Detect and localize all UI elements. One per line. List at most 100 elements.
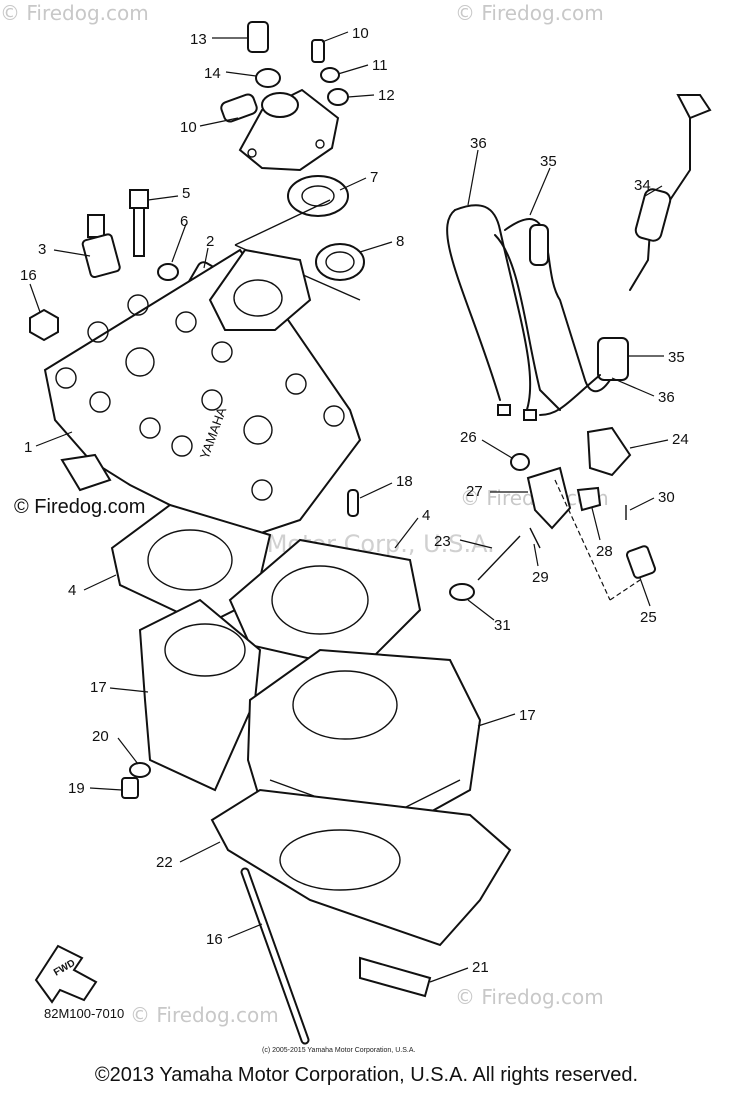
leader-1 — [35, 431, 73, 447]
callout-10: 10 — [352, 25, 369, 42]
leader-25 — [639, 577, 651, 607]
callout-28: 28 — [596, 543, 613, 560]
cable-adjuster-33 — [529, 224, 549, 266]
washer-31 — [449, 583, 475, 601]
leader-8 — [359, 241, 393, 253]
guide-line-b — [234, 199, 331, 246]
callout-34: 36 — [470, 135, 487, 152]
head-hole-8 — [211, 341, 233, 363]
head-hole-1 — [127, 294, 149, 316]
leader-20 — [117, 737, 139, 765]
part-36-line — [539, 374, 601, 416]
cylinder-bore-left — [164, 623, 246, 677]
spring-28 — [576, 486, 602, 512]
callout-numbers: 13 14 10 10 11 12 7 8 5 6 2 3 16 1 4 4 1… — [20, 25, 689, 976]
washer-6 — [157, 263, 179, 281]
plug-port-2 — [243, 415, 273, 445]
callout-32: 34 — [634, 177, 651, 194]
leader-lines — [29, 31, 669, 983]
cylinder-bore-right — [292, 670, 398, 740]
callout-25: 25 — [640, 609, 657, 626]
leader-17-left — [109, 687, 149, 693]
callout-24: 24 — [672, 431, 689, 448]
outlet-hole-2 — [315, 139, 325, 149]
callout-15: 16 — [206, 931, 223, 948]
watermark-top-left: © Firedog.com — [0, 1, 149, 25]
gasket-bore-right — [271, 565, 369, 635]
clamp-27 — [526, 466, 572, 530]
leader-9 — [199, 117, 239, 127]
callout-20: 20 — [92, 728, 109, 745]
callout-26: 26 — [460, 429, 477, 446]
callout-8: 8 — [396, 233, 404, 250]
head-hole-10 — [285, 373, 307, 395]
bolt-10 — [311, 39, 325, 63]
leader-2 — [203, 247, 209, 269]
cylinder-head-group: YAMAHA — [43, 248, 362, 542]
leader-5 — [147, 195, 179, 201]
callout-3: 3 — [38, 241, 46, 258]
callout-22: 22 — [156, 854, 173, 871]
plug-port-1 — [125, 347, 155, 377]
head-hole-7 — [171, 435, 193, 457]
water-outlet-group — [220, 21, 365, 301]
washer-20 — [129, 762, 151, 778]
head-hole-9 — [201, 389, 223, 411]
guide-line-d — [609, 579, 641, 601]
callout-31: 31 — [494, 617, 511, 634]
cable-grip-32 — [676, 94, 712, 120]
fwd-arrow-shape — [34, 944, 98, 1004]
watermark-mid-left: © Firedog.com — [14, 496, 145, 518]
cylinder-17-left — [138, 598, 262, 792]
callout-11: 11 — [372, 57, 388, 74]
bolt-23 — [477, 535, 521, 581]
callout-27: 27 — [466, 483, 483, 500]
passage-port — [233, 279, 283, 317]
leader-3 — [53, 249, 91, 257]
guide-line-c — [554, 479, 611, 601]
washer-11 — [320, 67, 340, 83]
leader-32 — [644, 185, 663, 197]
spark-plug-tip — [87, 214, 105, 238]
footer-copyright: ©2013 Yamaha Motor Corporation, U.S.A. A… — [94, 1064, 639, 1086]
bolt-19 — [121, 777, 139, 799]
bolt-13 — [247, 21, 269, 53]
cable-end-1 — [497, 404, 511, 416]
head-hole-3 — [175, 311, 197, 333]
leader-29 — [533, 543, 539, 567]
callout-4-right: 4 — [422, 507, 430, 524]
callout-16: 16 — [20, 267, 37, 284]
head-hole-11 — [323, 405, 345, 427]
callout-33: 35 — [540, 153, 557, 170]
stud-bolt-15-inner — [242, 869, 308, 1043]
leader-30 — [629, 497, 655, 511]
leader-31 — [467, 599, 495, 621]
cable-33-b — [494, 234, 561, 411]
cable-34 — [446, 209, 501, 401]
cable-sheath-32 — [634, 188, 672, 242]
callout-19: 19 — [68, 780, 85, 797]
outlet-hole-1 — [247, 148, 257, 158]
washer-14 — [255, 68, 281, 88]
bracket-24 — [586, 426, 632, 477]
callout-17-right: 17 — [519, 707, 536, 724]
leader-33 — [529, 167, 551, 216]
head-hole-4 — [55, 367, 77, 389]
cable-end-2 — [523, 409, 537, 421]
head-water-passage — [208, 248, 312, 331]
switch-25 — [626, 545, 656, 579]
leader-11 — [337, 64, 369, 75]
seal-8 — [315, 243, 365, 281]
callout-23: 23 — [434, 533, 451, 550]
callout-18: 18 — [396, 473, 413, 490]
callout-4-left: 4 — [68, 582, 76, 599]
watermark-bottom-right: © Firedog.com — [455, 985, 604, 1009]
head-pipe — [60, 453, 112, 492]
pin-29 — [529, 527, 541, 549]
leader-28 — [591, 507, 601, 541]
leader-6 — [171, 223, 187, 263]
leader-26 — [481, 439, 513, 459]
callout-29: 29 — [532, 569, 549, 586]
